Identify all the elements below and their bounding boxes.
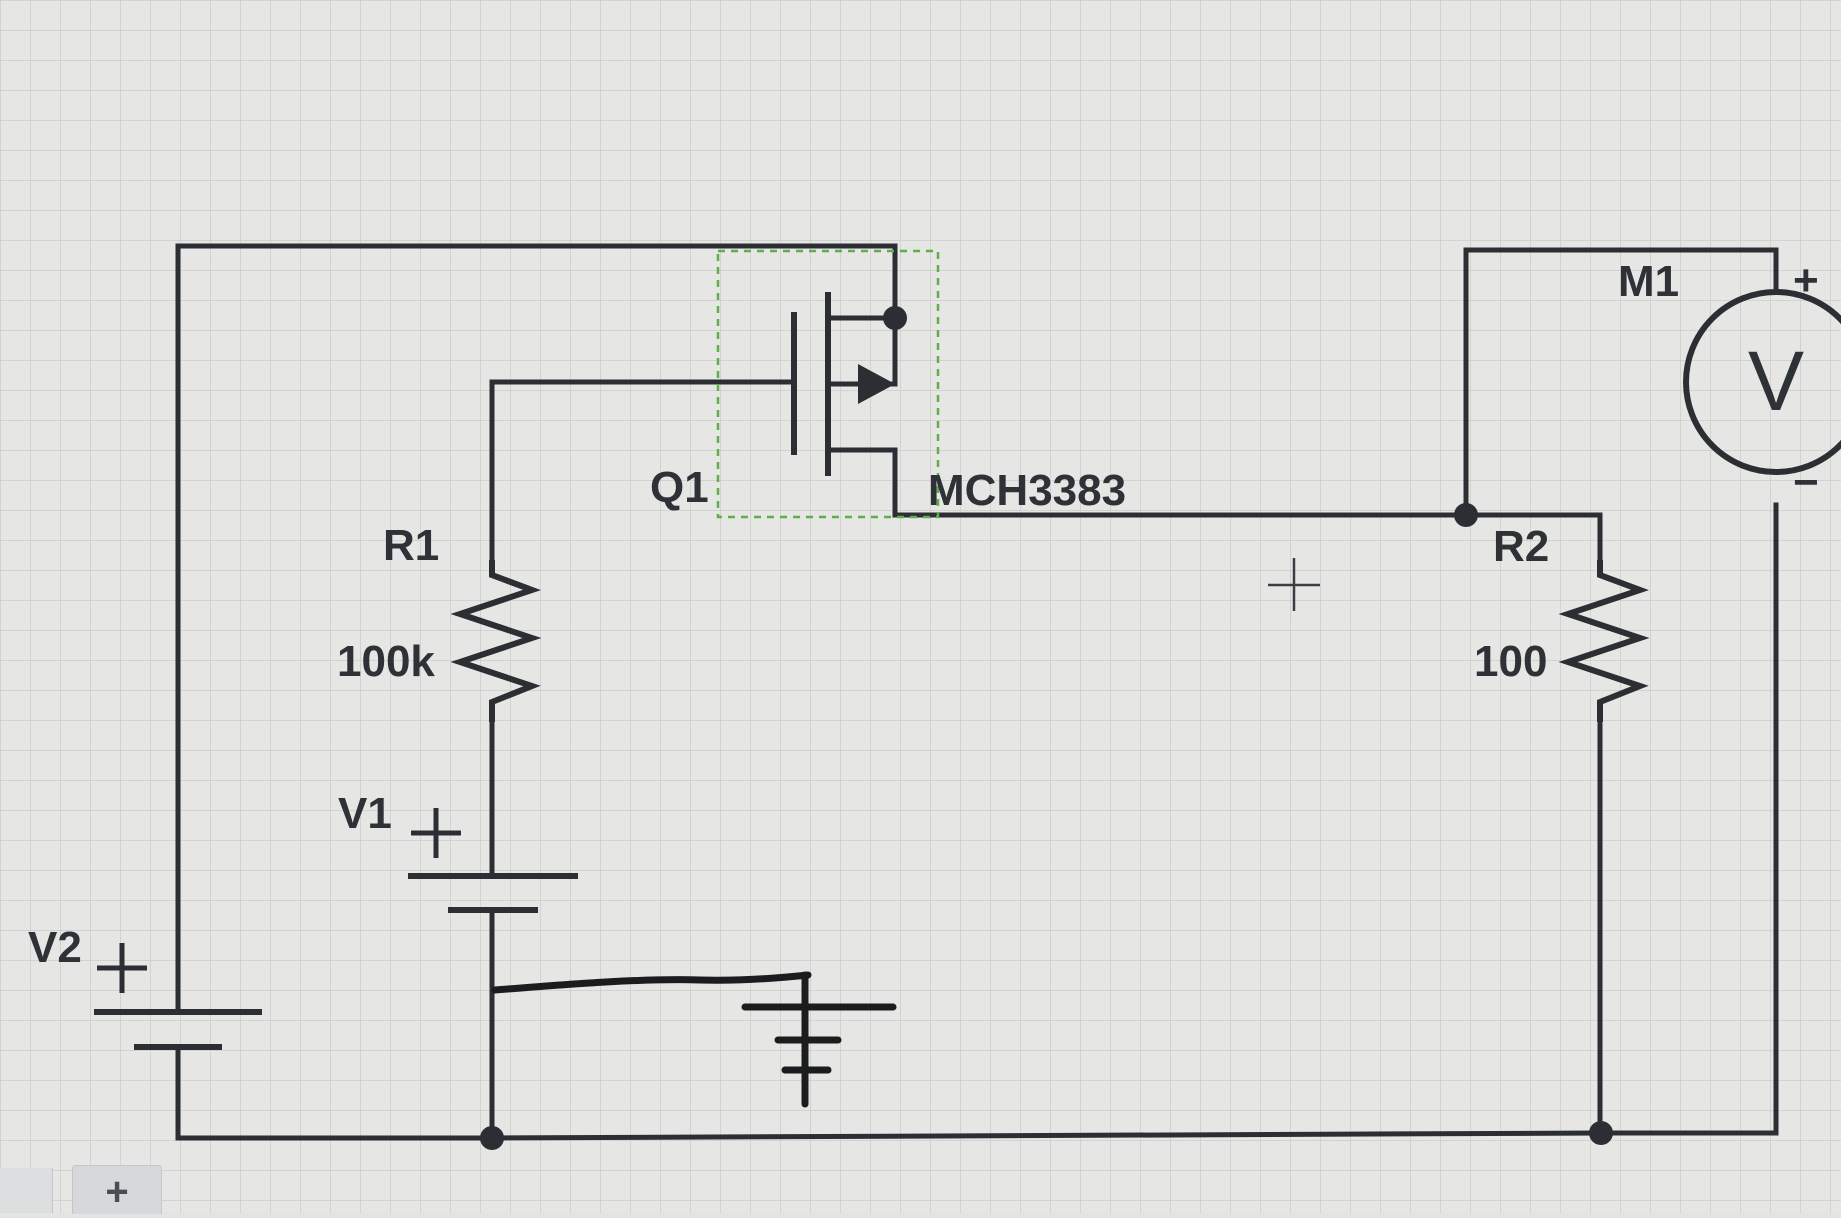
add-sheet-tab-button[interactable]: +	[72, 1165, 162, 1214]
junctions	[480, 306, 1613, 1150]
wire-q1-source-to-r2	[892, 447, 1603, 563]
cursor-crosshair-icon	[1268, 558, 1320, 611]
junction-q1-source-r2-m1	[1454, 503, 1478, 527]
battery-v2[interactable]: V2	[28, 923, 262, 1050]
resistor-zigzag	[450, 560, 542, 722]
wire-m1-plus-lead	[1463, 247, 1779, 518]
resistor-r1[interactable]: R1 100k	[337, 521, 542, 722]
q1-designator: Q1	[650, 463, 709, 512]
voltmeter-m1[interactable]: V M1 + −	[1618, 256, 1841, 507]
junction-ground-v1	[480, 1126, 504, 1150]
r2-designator: R2	[1493, 522, 1549, 571]
r2-value: 100	[1474, 637, 1547, 686]
v2-designator: V2	[28, 923, 82, 972]
wire-q1-gate-to-r1	[489, 379, 793, 563]
mosfet-q1[interactable]: Q1 MCH3383	[650, 249, 1126, 519]
junction-ground-r2	[1589, 1121, 1613, 1145]
meter-symbol: V	[1748, 334, 1804, 428]
meter-body	[1683, 289, 1841, 475]
hand-drawn-wire	[491, 971, 812, 994]
body-arrow-icon	[858, 364, 895, 404]
battery-v1[interactable]: V1	[338, 789, 578, 913]
resistor-r2[interactable]: R2 100	[1474, 522, 1650, 722]
m1-plus-label: +	[1793, 256, 1819, 305]
m1-minus-label: −	[1793, 458, 1819, 507]
v1-designator: V1	[338, 789, 392, 838]
wire-v2-top-to-q1-drain	[175, 243, 898, 1015]
wire-ground-bus	[489, 502, 1779, 1141]
wire-v2-bottom	[175, 1044, 495, 1141]
wires	[175, 243, 1779, 1141]
resistor-zigzag	[1558, 560, 1650, 722]
sheet-scroll-stub[interactable]	[0, 1168, 53, 1213]
q1-part-number: MCH3383	[928, 466, 1126, 515]
r1-designator: R1	[383, 521, 439, 570]
r1-value: 100k	[337, 637, 435, 686]
v1-plus-icon	[411, 808, 461, 858]
v2-plus-icon	[97, 943, 147, 993]
selection-box	[716, 249, 940, 519]
m1-designator: M1	[1618, 257, 1679, 306]
hand-drawn-ground	[491, 971, 897, 1108]
